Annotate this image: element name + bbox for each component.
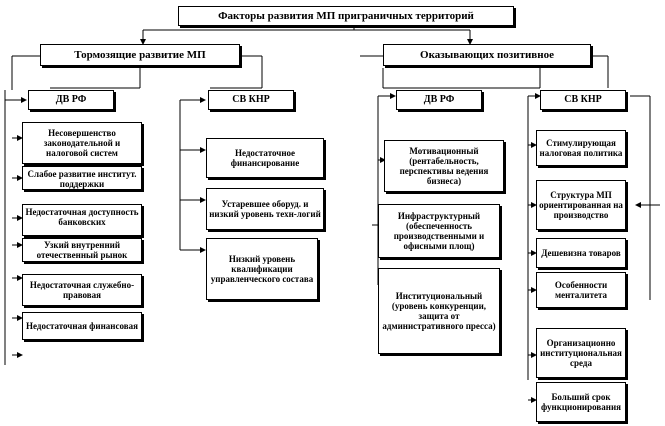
left-dv-rf-item-text: Узкий внутренний отечественный рынок <box>36 240 128 260</box>
diagram-title: Факторы развития МП приграничных террито… <box>178 6 514 26</box>
right-sv-knr-item: Особенности менталитета <box>536 272 626 308</box>
right-sv-knr-item: Больший срок функционирования <box>536 382 626 422</box>
left-sv-knr-item-text: Устаревшее оборуд. и низкий уровень техн… <box>209 199 321 219</box>
left-sv-knr-item-text: Недостаточное финансирование <box>230 148 300 168</box>
inhibiting-factors-label: Тормозящие развитие МП <box>74 49 206 61</box>
right-sv-knr-item-text: Больший срок функционирования <box>541 392 621 412</box>
right-sv-knr-item: Дешевизна товаров <box>536 238 626 268</box>
right-sv-knr-label: СВ КНР <box>564 94 602 105</box>
left-dv-rf-item: Слабое развитие институт. поддержки <box>22 166 142 190</box>
left-sv-knr-item: Недостаточное финансирование <box>206 138 324 178</box>
right-dv-rf-item: Инфраструктурный (обеспеченность произво… <box>378 204 500 258</box>
right-sv-knr-item-text: Дешевизна товаров <box>541 248 621 258</box>
left-dv-rf-header: ДВ РФ <box>28 90 114 110</box>
right-sv-knr-item-text: Стимулирующая налоговая политика <box>539 138 623 158</box>
right-dv-rf-item: Мотивационный (рентабельность, перспекти… <box>384 140 504 192</box>
left-dv-rf-item: Узкий внутренний отечественный рынок <box>22 238 142 262</box>
right-dv-rf-label: ДВ РФ <box>423 94 455 105</box>
inhibiting-factors-header: Тормозящие развитие МП <box>40 44 240 66</box>
right-dv-rf-header: ДВ РФ <box>396 90 482 110</box>
left-dv-rf-label: ДВ РФ <box>55 94 87 105</box>
left-sv-knr-label: СВ КНР <box>232 94 270 105</box>
left-sv-knr-item-text: Низкий уровень квалификации управленческ… <box>210 254 314 284</box>
left-dv-rf-item-text: Недостаточная доступность банковских <box>25 207 139 227</box>
right-sv-knr-item: Структура МП ориентированная на производ… <box>536 180 626 230</box>
left-dv-rf-item-text: Несовершенство законодательной и налогов… <box>43 128 121 158</box>
left-dv-rf-item: Недостаточная служебно- правовая <box>22 274 142 306</box>
right-sv-knr-item-text: Организационно институциональная среда <box>540 338 622 368</box>
positive-factors-header: Оказывающих позитивное <box>383 44 591 66</box>
left-dv-rf-item-text: Недостаточная служебно- правовая <box>29 280 135 300</box>
left-dv-rf-item: Несовершенство законодательной и налогов… <box>22 122 142 164</box>
right-sv-knr-item-text: Структура МП ориентированная на производ… <box>539 190 623 220</box>
right-sv-knr-item: Стимулирующая налоговая политика <box>536 130 626 166</box>
right-sv-knr-header: СВ КНР <box>540 90 626 110</box>
right-dv-rf-item-text: Мотивационный (рентабельность, перспекти… <box>399 146 489 186</box>
right-sv-knr-item: Организационно институциональная среда <box>536 328 626 378</box>
positive-factors-label: Оказывающих позитивное <box>420 49 554 61</box>
left-dv-rf-item: Недостаточная финансовая <box>22 312 142 340</box>
right-dv-rf-item-text: Институциональный (уровень конкуренции, … <box>382 291 496 331</box>
right-dv-rf-item-text: Инфраструктурный (обеспеченность произво… <box>393 211 485 251</box>
left-sv-knr-header: СВ КНР <box>208 90 294 110</box>
left-sv-knr-item: Низкий уровень квалификации управленческ… <box>206 238 318 300</box>
right-dv-rf-item: Институциональный (уровень конкуренции, … <box>378 268 500 354</box>
left-dv-rf-item: Недостаточная доступность банковских <box>22 204 142 236</box>
left-sv-knr-item: Устаревшее оборуд. и низкий уровень техн… <box>206 188 324 230</box>
left-dv-rf-item-text: Недостаточная финансовая <box>26 321 138 331</box>
right-sv-knr-item-text: Особенности менталитета <box>554 280 608 300</box>
left-dv-rf-item-text: Слабое развитие институт. поддержки <box>27 169 137 189</box>
diagram-title-text: Факторы развития МП приграничных террито… <box>218 10 474 22</box>
